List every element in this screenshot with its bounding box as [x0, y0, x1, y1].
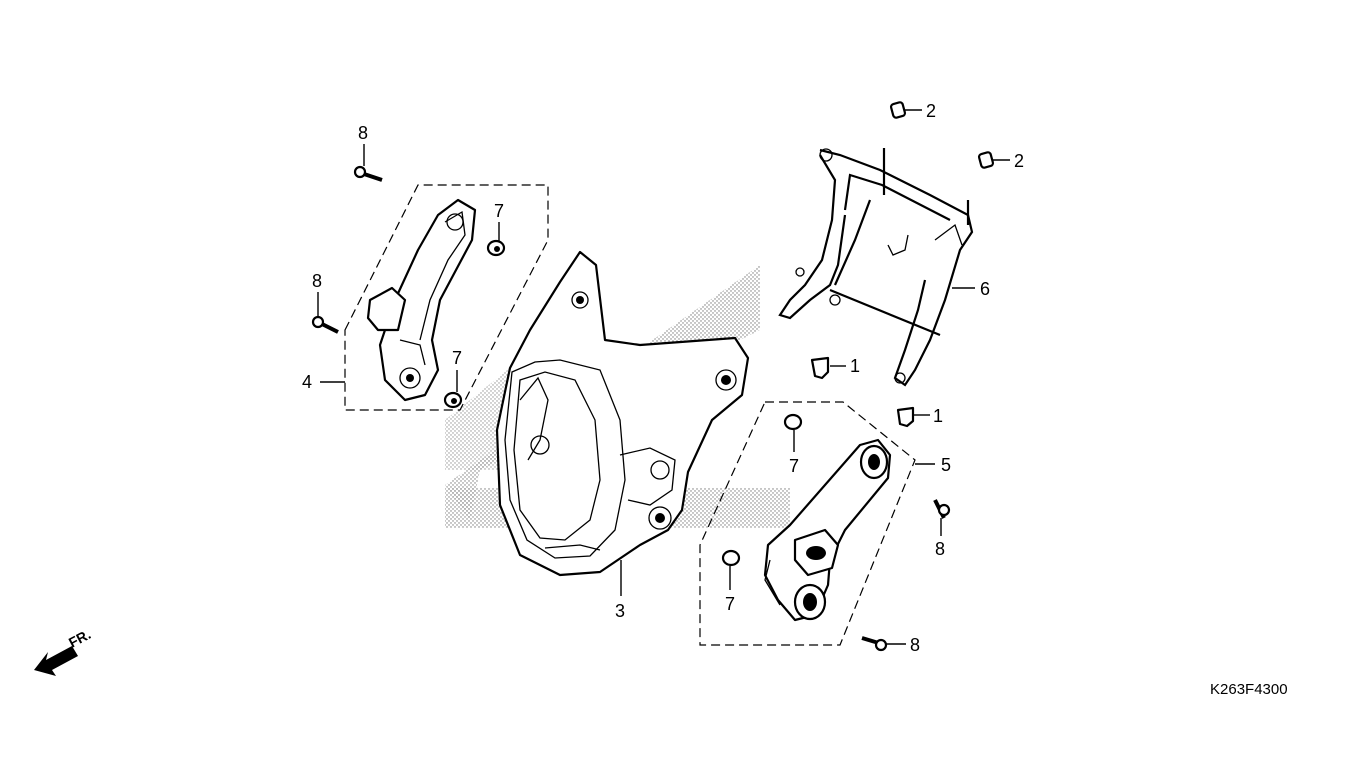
callout-7-b: 7: [452, 348, 462, 368]
part-5-right-bracket: [763, 438, 892, 622]
callout-8-bottom: 8: [910, 635, 920, 655]
part-6-frame-stay: [778, 148, 974, 387]
front-direction-label: FR.: [66, 626, 93, 651]
callout-7-a: 7: [494, 201, 504, 221]
callout-6: 6: [980, 279, 990, 299]
grommet-1-lower: [896, 406, 915, 428]
part-3-front-cover: [495, 250, 750, 577]
callout-7-c: 7: [789, 456, 799, 476]
callout-8-top-left: 8: [358, 123, 368, 143]
callout-8-mid-left: 8: [312, 271, 322, 291]
callout-8-right: 8: [935, 539, 945, 559]
callout-2-upper: 2: [926, 101, 936, 121]
collar-7-b: [443, 391, 463, 409]
callout-1-lower: 1: [933, 406, 943, 426]
callout-5: 5: [941, 455, 951, 475]
collar-7-a: [486, 239, 506, 257]
grommet-1-upper: [810, 356, 830, 380]
diagram-reference-code: K263F4300: [1210, 681, 1288, 698]
nut-2-upper: [889, 101, 907, 119]
part-5-group-box: [699, 401, 916, 646]
callout-7-d: 7: [725, 594, 735, 614]
nut-2-lower: [977, 151, 995, 169]
callout-1-upper: 1: [850, 356, 860, 376]
callout-4: 4: [302, 372, 312, 392]
bolt-8-bottom: [861, 636, 888, 652]
part-4-left-bracket: [366, 198, 477, 402]
bolt-8-mid-left: [311, 315, 339, 334]
collar-7-d: [721, 549, 741, 567]
callout-3: 3: [615, 601, 625, 621]
leader-lines: [317, 109, 1010, 645]
callout-2-lower: 2: [1014, 151, 1024, 171]
front-direction-arrow-icon: FR.: [34, 626, 93, 676]
bolt-8-top-left: [353, 165, 383, 182]
bolt-8-right: [933, 499, 951, 519]
part-4-group-box: [344, 184, 549, 411]
collar-7-c: [783, 413, 803, 431]
